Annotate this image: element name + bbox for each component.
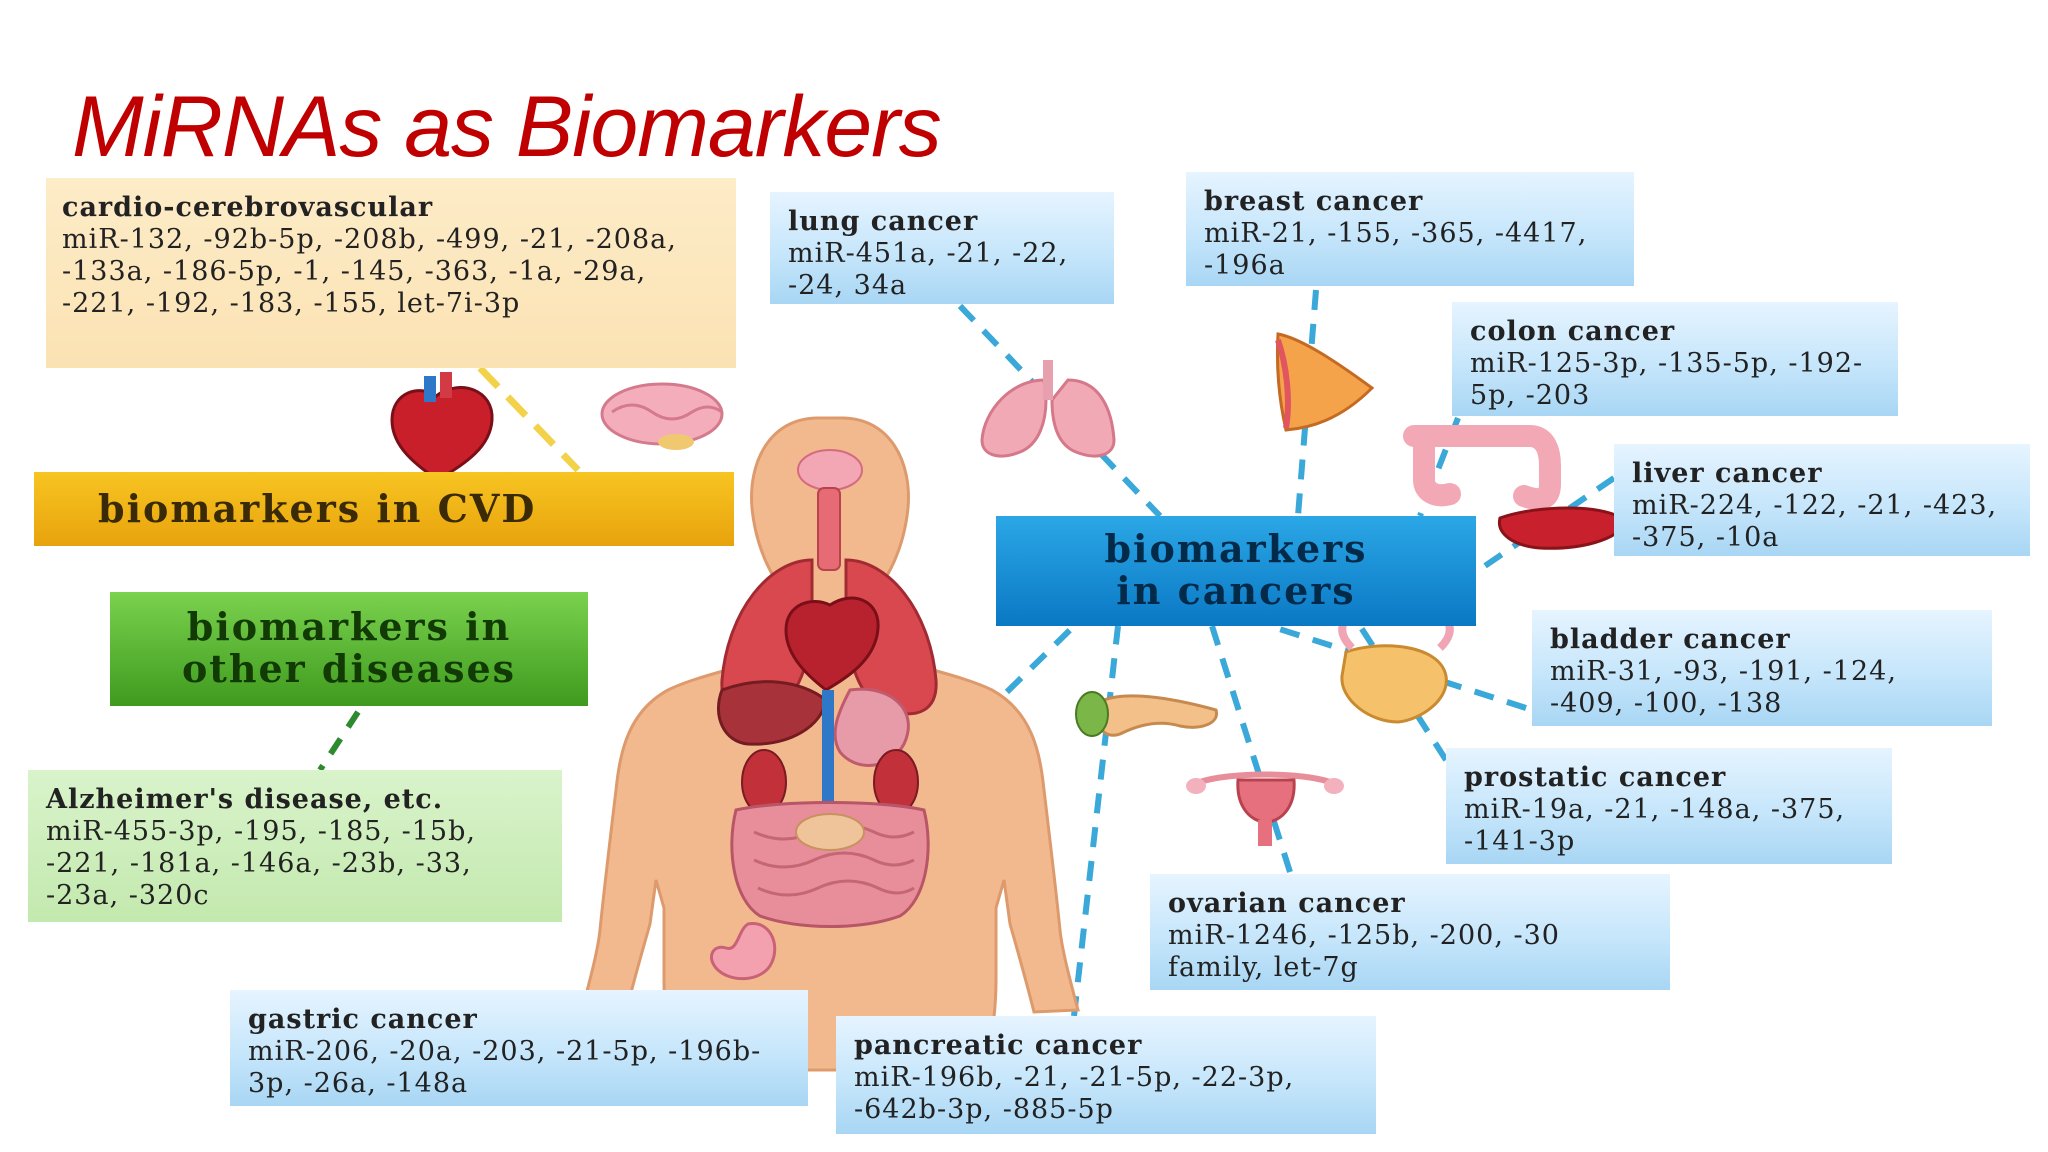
colon-cancer-body: miR-125-3p, -135-5p, -192-5p, -203 [1470, 348, 1864, 411]
heart-icon [390, 372, 494, 482]
alzheimer-heading: Alzheimer's disease, etc. [46, 784, 444, 815]
bladder-cancer-heading: bladder cancer [1550, 624, 1791, 655]
other-diseases-label-line1: biomarkers in [186, 604, 512, 649]
ovarian-cancer-box: ovarian cancer miR-1246, -125b, -200, -3… [1150, 874, 1670, 990]
other-diseases-label: biomarkers in other diseases [110, 592, 588, 706]
cardio-body: miR-132, -92b-5p, -208b, -499, -21, -208… [62, 224, 677, 319]
bladder-icon [1338, 620, 1454, 724]
human-body-figure [580, 416, 1080, 1079]
gastric-cancer-body: miR-206, -20a, -203, -21-5p, -196b-3p, -… [248, 1036, 762, 1099]
alzheimer-box: Alzheimer's disease, etc. miR-455-3p, -1… [28, 770, 562, 922]
gastric-cancer-box: gastric cancer miR-206, -20a, -203, -21-… [230, 990, 808, 1106]
lungs-icon [980, 360, 1116, 458]
breast-cancer-heading: breast cancer [1204, 186, 1424, 217]
pancreatic-cancer-box: pancreatic cancer miR-196b, -21, -21-5p,… [836, 1016, 1376, 1134]
pancreas-icon [1075, 691, 1218, 737]
bladder-cancer-box: bladder cancer miR-31, -93, -191, -124, … [1532, 610, 1992, 726]
prostatic-cancer-heading: prostatic cancer [1464, 762, 1727, 793]
ovarian-cancer-body: miR-1246, -125b, -200, -30 family, let-7… [1168, 920, 1560, 983]
liver-icon [1497, 506, 1628, 550]
cardio-heading: cardio-cerebrovascular [62, 192, 434, 223]
colon-cancer-box: colon cancer miR-125-3p, -135-5p, -192-5… [1452, 302, 1898, 416]
cancers-label: biomarkers in cancers [996, 516, 1476, 626]
alzheimer-body: miR-455-3p, -195, -185, -15b, -221, -181… [46, 816, 476, 911]
other-diseases-label-line2: other diseases [181, 646, 517, 691]
bladder-cancer-body: miR-31, -93, -191, -124, -409, -100, -13… [1550, 656, 1897, 719]
colon-icon [1403, 425, 1561, 511]
pancreatic-cancer-body: miR-196b, -21, -21-5p, -22-3p, -642b-3p,… [854, 1062, 1295, 1125]
prostatic-cancer-body: miR-19a, -21, -148a, -375, -141-3p [1464, 794, 1846, 857]
lung-cancer-box: lung cancer miR-451a, -21, -22, -24, 34a [770, 192, 1114, 304]
breast-cancer-body: miR-21, -155, -365, -4417, -196a [1204, 218, 1588, 281]
page-title: MiRNAs as Biomarkers [72, 79, 942, 175]
cancers-label-line1: biomarkers [1104, 526, 1368, 571]
pancreatic-cancer-heading: pancreatic cancer [854, 1030, 1143, 1061]
liver-cancer-heading: liver cancer [1632, 458, 1823, 489]
prostatic-cancer-box: prostatic cancer miR-19a, -21, -148a, -3… [1446, 748, 1892, 864]
liver-cancer-box: liver cancer miR-224, -122, -21, -423, -… [1614, 444, 2030, 556]
uterus-icon [1186, 771, 1344, 846]
brain-icon [600, 382, 724, 450]
breast-icon [1275, 332, 1375, 432]
liver-cancer-body: miR-224, -122, -21, -423, -375, -10a [1632, 490, 1998, 553]
gastric-cancer-heading: gastric cancer [248, 1004, 478, 1035]
lung-cancer-body: miR-451a, -21, -22, -24, 34a [788, 238, 1069, 301]
cardio-box: cardio-cerebrovascular miR-132, -92b-5p,… [46, 178, 736, 368]
ovarian-cancer-heading: ovarian cancer [1168, 888, 1406, 919]
stomach-icon [710, 922, 777, 981]
lung-cancer-heading: lung cancer [788, 206, 979, 237]
breast-cancer-box: breast cancer miR-21, -155, -365, -4417,… [1186, 172, 1634, 286]
colon-cancer-heading: colon cancer [1470, 316, 1676, 347]
cancers-label-line2: in cancers [1116, 568, 1356, 613]
cvd-label: biomarkers in CVD [34, 472, 734, 546]
